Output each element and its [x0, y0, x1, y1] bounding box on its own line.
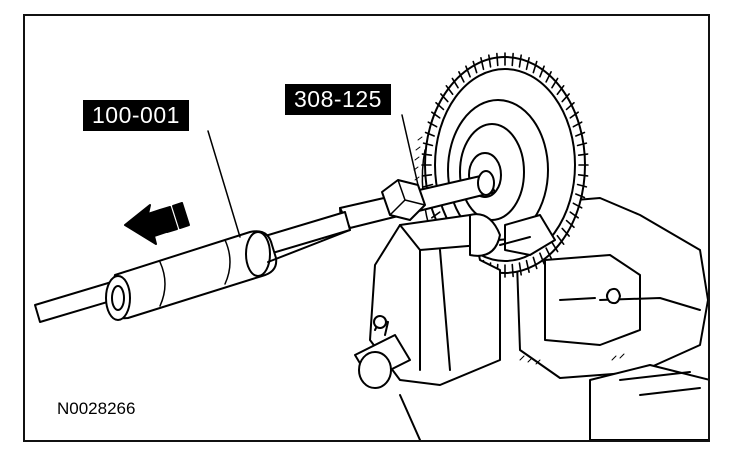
- sprocket-tooth: [572, 202, 583, 209]
- sprocket-tooth: [422, 183, 434, 188]
- sprocket-tooth: [561, 93, 570, 103]
- sprocket-tooth: [575, 131, 586, 137]
- sprocket-tooth: [532, 256, 538, 270]
- sprocket-tooth: [575, 193, 586, 199]
- sprocket-tooth: [572, 121, 583, 128]
- sprocket-tooth: [576, 142, 588, 147]
- sprocket-tooth: [445, 85, 454, 96]
- sprocket-tooth: [424, 131, 435, 137]
- sprocket-tooth: [518, 54, 522, 68]
- sprocket-tooth: [577, 174, 589, 177]
- sprocket-tooth: [465, 65, 471, 78]
- direction-arrow-icon: [124, 202, 190, 245]
- sprocket-tooth: [556, 234, 565, 245]
- callout-puller-adapter: 308-125: [285, 84, 391, 115]
- callout-slide-hammer: 100-001: [83, 100, 189, 131]
- sprocket-tooth: [525, 259, 530, 273]
- sprocket-tooth: [496, 52, 499, 67]
- sprocket-tooth: [511, 263, 514, 278]
- sprocket-tooth: [577, 153, 589, 156]
- sprocket-tooth: [539, 65, 545, 78]
- slide-hammer: [34, 211, 351, 323]
- sprocket-tooth: [539, 252, 545, 265]
- sprocket-tooth: [458, 71, 465, 83]
- sprocket-tooth: [565, 101, 575, 111]
- sprocket-tooth: [565, 219, 575, 229]
- sprocket-tooth: [488, 54, 492, 68]
- sprocket-tooth: [422, 142, 434, 147]
- puller-adapter: [339, 170, 496, 233]
- sprocket-tooth: [472, 60, 478, 74]
- sprocket-tooth: [551, 241, 559, 253]
- figure-id: N0028266: [57, 399, 136, 418]
- sprocket-tooth: [440, 93, 449, 103]
- sprocket-tooth: [511, 52, 514, 67]
- sprocket-tooth: [569, 111, 579, 119]
- sprocket-tooth: [451, 77, 459, 89]
- sprocket-tooth: [532, 60, 538, 74]
- leader-lines: [207, 114, 419, 238]
- sprocket-tooth: [480, 57, 485, 71]
- sprocket-tooth: [545, 71, 552, 83]
- sprocket-tooth: [421, 174, 433, 177]
- sprocket-tooth: [545, 247, 552, 259]
- sprocket-tooth: [556, 85, 565, 96]
- sprocket-tooth: [518, 262, 522, 276]
- sprocket-tooth: [525, 57, 530, 71]
- sprocket-tooth: [427, 121, 438, 128]
- sprocket-tooth: [561, 227, 570, 237]
- sprocket-tooth: [569, 211, 579, 219]
- sprocket-tooth: [435, 101, 445, 111]
- vise-jaw: [354, 213, 556, 440]
- sprocket-tooth: [431, 111, 441, 119]
- sprocket-tooth: [551, 77, 559, 89]
- sprocket-tooth: [431, 211, 441, 219]
- sprocket-tooth: [576, 183, 588, 188]
